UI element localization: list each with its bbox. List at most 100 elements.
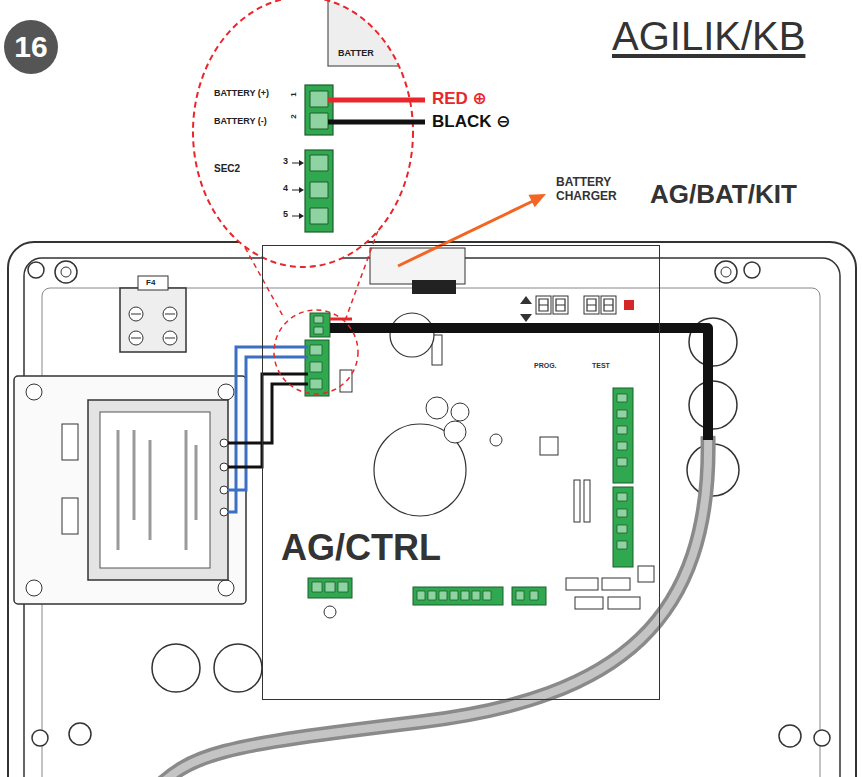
kit-code: AG/BAT/KIT bbox=[650, 180, 797, 210]
connector bbox=[638, 566, 654, 582]
terminal-screws bbox=[310, 155, 328, 224]
pointer-arrow bbox=[398, 201, 533, 266]
screw-boss bbox=[55, 261, 77, 283]
plate-screw bbox=[218, 580, 234, 596]
plate-screw bbox=[218, 384, 234, 400]
grey-cable bbox=[150, 436, 708, 777]
connector bbox=[575, 597, 603, 609]
wire-colour: RED ⊕ bbox=[432, 89, 487, 109]
pin-name: BATTERY (+) bbox=[214, 88, 269, 98]
segment-print bbox=[539, 299, 613, 311]
black-wire bbox=[228, 374, 308, 467]
screw-boss bbox=[28, 262, 44, 278]
screw-boss bbox=[61, 267, 71, 277]
screw-boss bbox=[32, 730, 48, 746]
blue-wire bbox=[228, 347, 308, 512]
charger-edge bbox=[328, 0, 400, 66]
diagram-title: AGILIK/KB bbox=[612, 14, 805, 58]
pin-number: 3 bbox=[283, 156, 288, 166]
fuse-name: F4 bbox=[146, 278, 155, 288]
pin-number: 1 bbox=[289, 92, 298, 96]
pin-number: 5 bbox=[283, 209, 288, 219]
black-wire bbox=[228, 384, 308, 443]
capacitor bbox=[490, 434, 502, 446]
zoom-contents bbox=[292, 0, 400, 232]
black-cable bbox=[330, 328, 708, 440]
red-wire bbox=[330, 318, 352, 321]
pin-number: 4 bbox=[283, 183, 288, 193]
button-name: PROG. bbox=[534, 362, 557, 370]
terminal-screws bbox=[310, 345, 322, 389]
cable-gland bbox=[152, 644, 200, 692]
transformer-body bbox=[88, 400, 228, 580]
fuse-holder bbox=[62, 498, 78, 534]
button bbox=[520, 296, 532, 322]
pin-arrowhead bbox=[299, 160, 304, 219]
connector bbox=[608, 597, 640, 609]
screw-boss bbox=[721, 267, 731, 277]
terminal-screws bbox=[312, 582, 538, 600]
pin-name: BATTERY (-) bbox=[214, 116, 267, 126]
battery-terminal bbox=[310, 313, 330, 337]
capacitor bbox=[426, 397, 448, 419]
plate-screw bbox=[26, 384, 42, 400]
terminal-screws bbox=[314, 316, 323, 334]
ground-screw bbox=[324, 606, 336, 618]
capacitor bbox=[444, 421, 466, 443]
screw-boss bbox=[779, 725, 801, 747]
maker-logo bbox=[412, 280, 456, 294]
transformer-terminal bbox=[220, 463, 228, 471]
fuse-block bbox=[120, 288, 186, 352]
pin-number: 2 bbox=[289, 114, 298, 118]
cable-gland bbox=[214, 644, 262, 692]
relay bbox=[390, 313, 434, 357]
black-wire bbox=[328, 120, 425, 125]
screw-boss bbox=[69, 723, 91, 745]
sec-terminal bbox=[305, 340, 329, 396]
housing-floor bbox=[42, 288, 820, 777]
transformer-label bbox=[100, 412, 210, 568]
terminal-name: SEC2 bbox=[214, 163, 240, 175]
label-print bbox=[118, 430, 196, 550]
red-wire bbox=[328, 98, 425, 103]
screw-boss bbox=[715, 261, 737, 283]
zoom-bubble-ground bbox=[193, 0, 413, 267]
fuse-tab bbox=[138, 276, 168, 290]
chip bbox=[540, 437, 558, 455]
part-label: BATTER bbox=[338, 48, 374, 58]
pointer-arrowhead bbox=[529, 194, 547, 207]
zoom-bubble bbox=[193, 0, 413, 267]
led bbox=[624, 300, 634, 310]
screw-boss bbox=[814, 730, 830, 746]
screw-boss bbox=[744, 262, 760, 278]
plate-screw bbox=[26, 580, 42, 596]
part-name: BATTERY CHARGER bbox=[556, 176, 628, 204]
blue-wire bbox=[228, 357, 308, 490]
housing-outline bbox=[8, 242, 856, 777]
button-name: TEST bbox=[592, 362, 610, 370]
callout-number: 16 bbox=[14, 32, 47, 62]
transformer-terminal bbox=[220, 439, 228, 447]
screw-slot bbox=[131, 314, 175, 338]
connector bbox=[602, 578, 630, 590]
transformer-terminal bbox=[220, 486, 228, 494]
zoom-spot bbox=[274, 310, 358, 394]
control-board: AG/CTRL bbox=[262, 245, 660, 700]
terminal-screws bbox=[310, 91, 328, 129]
charger-module bbox=[370, 248, 465, 284]
grey-cable-shine bbox=[150, 436, 708, 777]
wire-colour: BLACK ⊖ bbox=[432, 112, 510, 132]
fuse-holder bbox=[62, 424, 78, 460]
transformer-terminal bbox=[220, 508, 228, 516]
sec-terminal bbox=[305, 150, 333, 232]
dip-switch bbox=[574, 480, 580, 522]
connector bbox=[566, 578, 598, 590]
dip-switch bbox=[584, 480, 590, 522]
transformer-plate bbox=[14, 376, 246, 604]
component bbox=[340, 370, 352, 392]
board-name: AG/CTRL bbox=[281, 528, 441, 568]
battery-terminal bbox=[305, 85, 333, 135]
callout-number: 16 bbox=[4, 20, 58, 74]
